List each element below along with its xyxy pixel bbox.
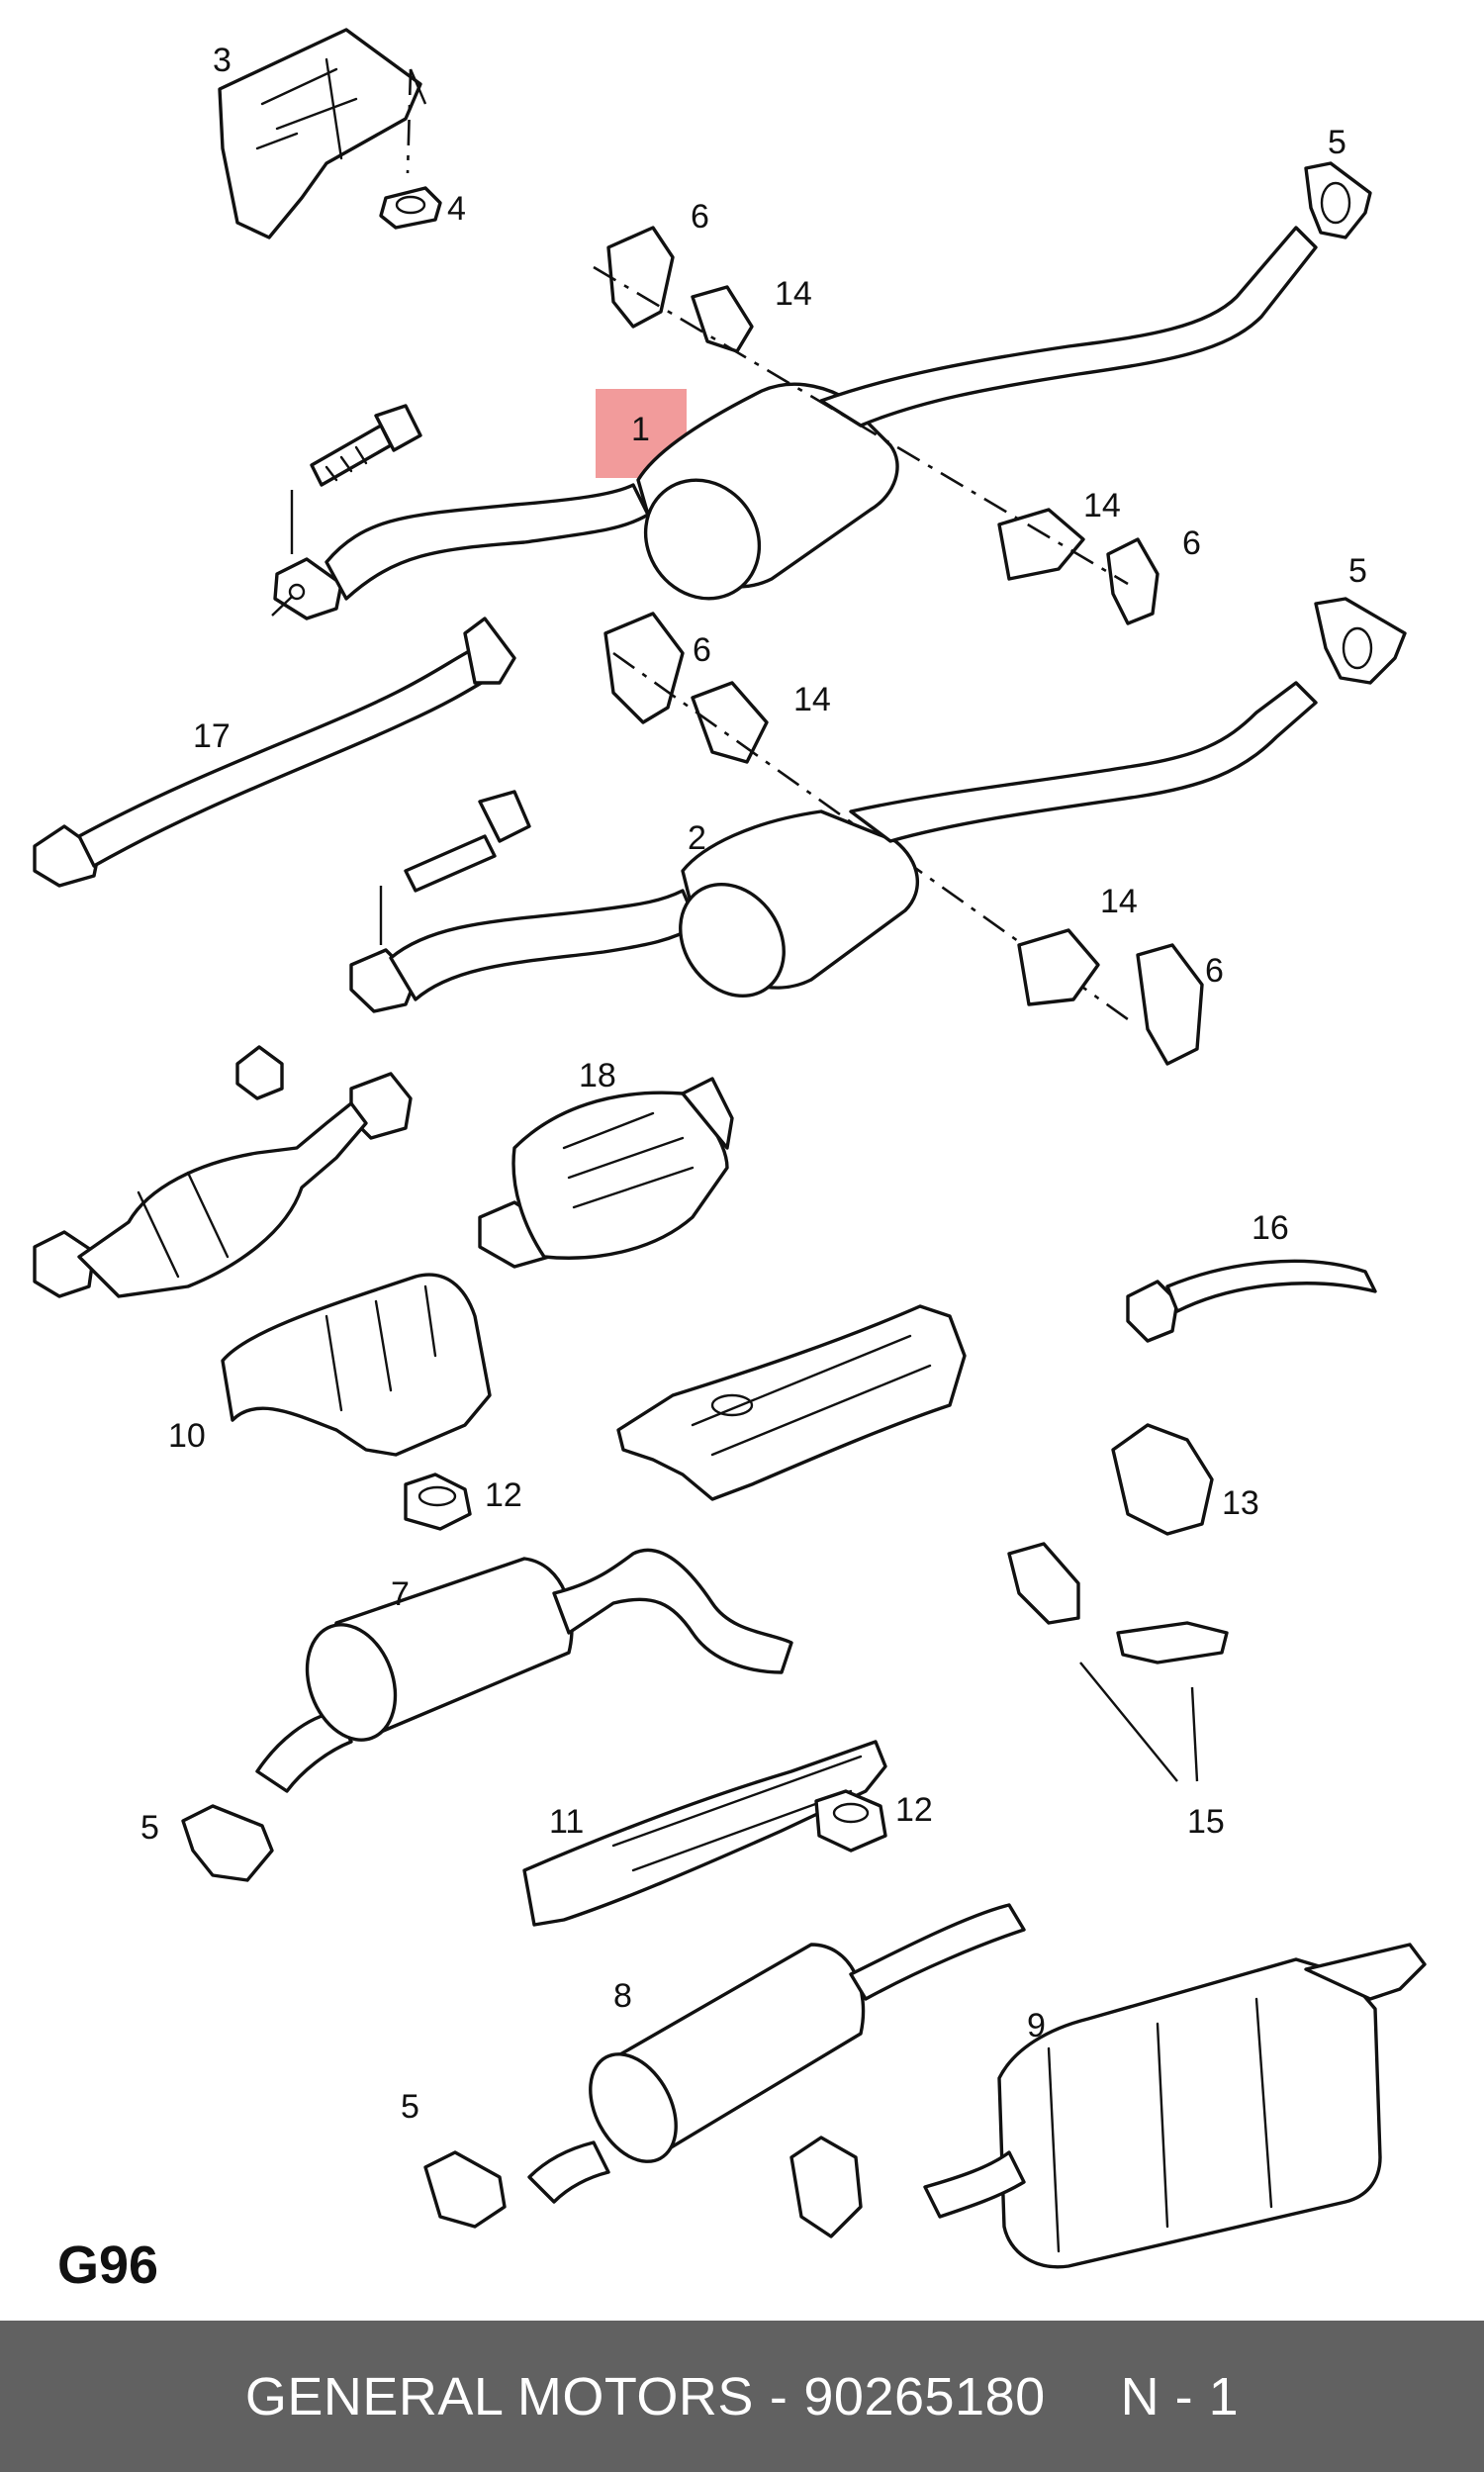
callout-5b: 5 <box>1348 552 1367 590</box>
flex-pipe-16: 16 <box>1126 1209 1377 1343</box>
rear-silencer-9: 9 <box>923 1943 1427 2269</box>
callout-5a: 5 <box>1328 124 1346 161</box>
footer-part-number: 90265180 <box>803 2366 1046 2426</box>
callout-6b: 6 <box>1182 524 1201 562</box>
callout-6a: 6 <box>691 198 709 236</box>
silencer-8: 8 5 <box>401 1903 1026 2238</box>
callout-4: 4 <box>447 190 466 228</box>
callout-12b: 12 <box>895 1791 933 1829</box>
callout-18: 18 <box>579 1057 616 1094</box>
gaskets-15: 15 <box>1007 1542 1229 1841</box>
footer-qty: N - 1 <box>1120 2366 1240 2426</box>
callout-9: 9 <box>1027 2007 1046 2044</box>
page-code: G96 <box>57 2235 159 2295</box>
exhaust-front-pipe-2 <box>349 597 1407 1066</box>
callout-2: 2 <box>688 819 706 857</box>
catalytic-converter-18: 18 <box>478 1057 734 1269</box>
callout-8: 8 <box>613 1977 632 2015</box>
callout-6c: 6 <box>693 631 711 669</box>
footer-bar: GENERAL MOTORS - 90265180 N - 1 <box>0 2321 1484 2472</box>
heat-shield-11: 11 12 <box>522 1740 933 1927</box>
callout-10: 10 <box>168 1417 206 1455</box>
callout-12a: 12 <box>485 1476 522 1514</box>
callout-14c: 14 <box>793 681 831 718</box>
callout-3: 3 <box>213 42 232 79</box>
footer-separator: - <box>769 2366 788 2426</box>
footer-brand: GENERAL MOTORS <box>244 2366 754 2426</box>
callout-5d: 5 <box>401 2088 419 2126</box>
centre-silencer-7: 7 5 <box>140 1548 793 1882</box>
rubber-mount-6-top <box>606 226 1159 625</box>
exhaust-front-pipe-1 <box>271 161 1372 620</box>
mounting-block-13: 13 <box>1111 1423 1259 1536</box>
callout-7: 7 <box>391 1575 410 1613</box>
callout-17: 17 <box>193 717 231 755</box>
callout-13: 13 <box>1222 1484 1259 1522</box>
callout-15: 15 <box>1187 1803 1225 1841</box>
heat-shield-centre <box>616 1304 967 1501</box>
callout-5c: 5 <box>140 1809 159 1847</box>
exhaust-parts-diagram: 3 4 1 6 14 5 14 6 <box>33 28 1427 2269</box>
callout-11: 11 <box>549 1803 584 1841</box>
callout-14d: 14 <box>1100 883 1138 920</box>
nut-4 <box>379 186 442 230</box>
callout-6d: 6 <box>1205 952 1224 990</box>
catalytic-converter-left <box>33 1045 413 1298</box>
heat-shield-bracket-3 <box>218 28 427 239</box>
callout-1: 1 <box>631 411 650 448</box>
hanger-clip-14-top <box>593 265 1129 586</box>
heat-shield-10: 10 12 <box>168 1273 522 1531</box>
intermediate-pipe-17: 17 <box>33 617 516 888</box>
callout-16: 16 <box>1252 1209 1289 1247</box>
callout-14a: 14 <box>775 275 812 313</box>
callout-14b: 14 <box>1083 487 1121 524</box>
